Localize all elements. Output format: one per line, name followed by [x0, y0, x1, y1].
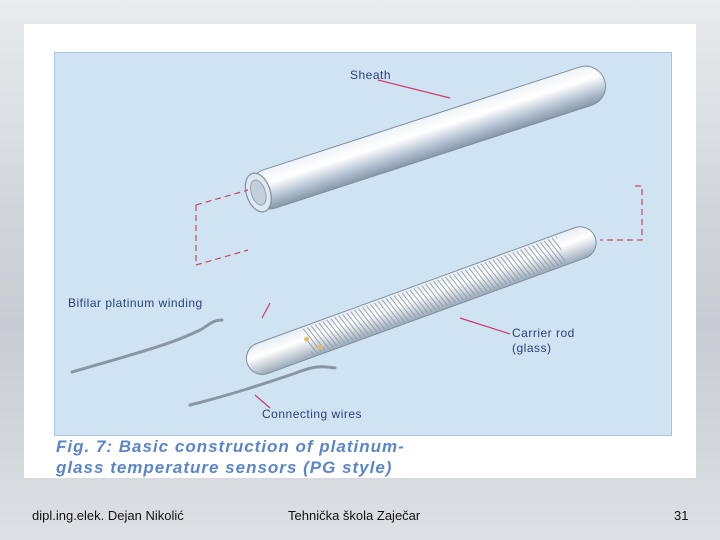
caption-line-1: Fig. 7: Basic construction of platinum- — [56, 436, 656, 457]
winding-label: Bifilar platinum winding — [68, 296, 203, 310]
wires-label: Connecting wires — [262, 407, 362, 421]
carrier-rod-material-label: (glass) — [512, 341, 552, 355]
footer-school: Tehnička škola Zaječar — [288, 508, 420, 523]
carrier-rod — [242, 222, 601, 379]
footer-author: dipl.ing.elek. Dejan Nikolić — [32, 508, 184, 523]
sheath-tube — [241, 61, 611, 215]
footer-page-number: 31 — [674, 508, 688, 523]
sheath-label: Sheath — [350, 68, 391, 82]
carrier-rod-label: Carrier rod — [512, 326, 575, 340]
caption-line-2: glass temperature sensors (PG style) — [56, 457, 656, 478]
figure-caption: Fig. 7: Basic construction of platinum- … — [56, 436, 656, 478]
